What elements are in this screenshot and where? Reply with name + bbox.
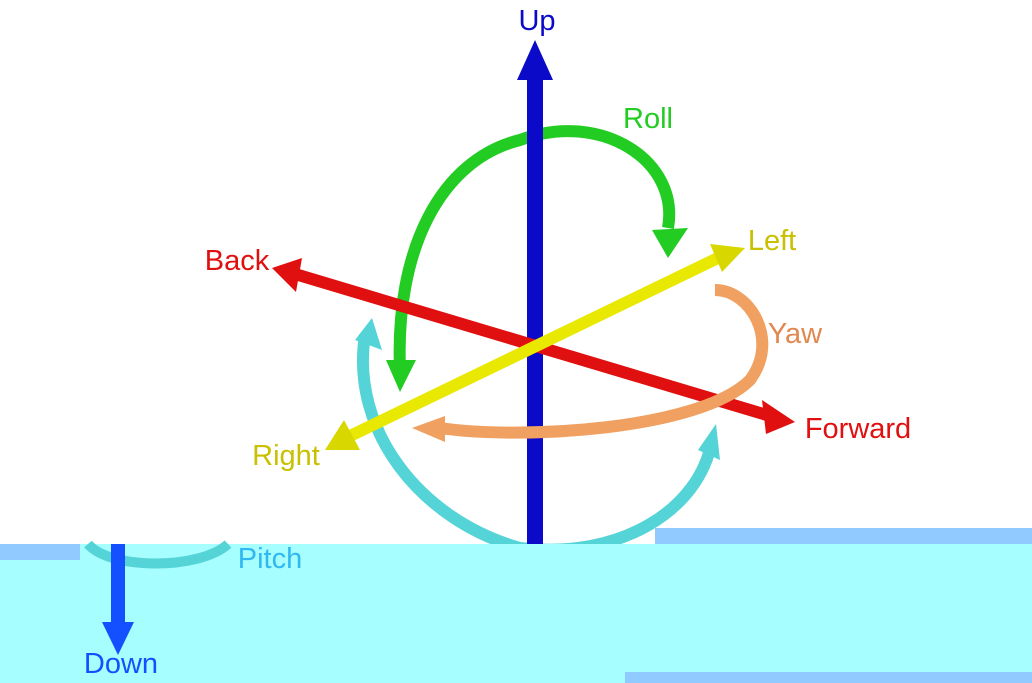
yaw-arc	[439, 284, 769, 439]
back-arrowhead-icon	[272, 258, 302, 292]
right-arrowhead-icon	[325, 420, 360, 450]
pitch-arrowhead-bottom	[698, 424, 720, 460]
roll-arrowhead-end	[652, 228, 688, 258]
up-axis-shaft	[527, 78, 543, 548]
left-strip	[0, 544, 80, 560]
up-arrowhead-icon	[517, 40, 553, 80]
label-forward: Forward	[805, 413, 911, 445]
label-back: Back	[205, 245, 270, 277]
pitch-arc-fragment	[84, 540, 232, 569]
label-pitch: Pitch	[238, 543, 302, 575]
label-yaw: Yaw	[768, 318, 823, 350]
label-roll: Roll	[623, 103, 673, 135]
label-up: Up	[518, 5, 555, 37]
pitch-arrowhead-top	[355, 318, 382, 350]
forward-arrowhead-icon	[762, 400, 795, 434]
roll-arrowhead-start	[386, 360, 416, 392]
top-strip	[655, 528, 1032, 544]
down-axis-shaft	[111, 544, 125, 622]
label-down: Down	[84, 648, 158, 680]
down-arrowhead-icon	[102, 622, 134, 655]
roll-arc	[393, 125, 676, 371]
yaw-arrowhead-icon	[412, 416, 445, 442]
left-arrowhead-icon	[710, 244, 745, 272]
label-right: Right	[252, 440, 320, 472]
bottom-strip	[625, 672, 1032, 683]
left-right-axis	[347, 251, 723, 442]
label-left: Left	[748, 225, 796, 257]
